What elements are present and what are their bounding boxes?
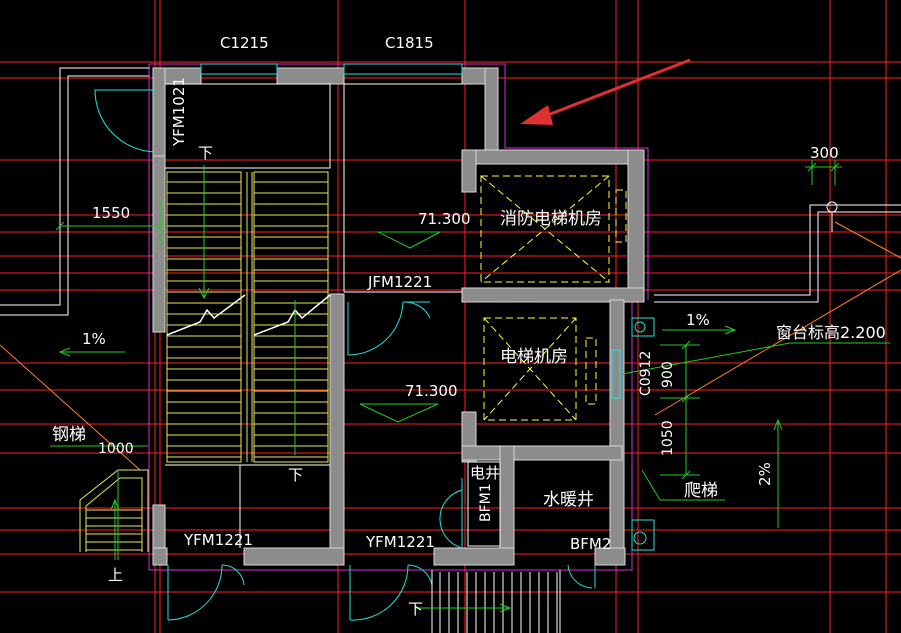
room-electric-shaft-label: 电井 bbox=[470, 464, 500, 482]
windows bbox=[200, 63, 655, 551]
climbing-ladder-label: 爬梯 bbox=[684, 481, 718, 501]
dimension-1050-label: 1050 bbox=[660, 420, 676, 456]
doors bbox=[94, 89, 596, 621]
dimension-1000-label: 1000 bbox=[98, 441, 134, 457]
steel-ladder-label: 钢梯 bbox=[52, 425, 86, 445]
roof-slope-lines bbox=[0, 221, 901, 471]
slope-2pct-label: 2% bbox=[756, 462, 774, 486]
stair-down-label-1: 下 bbox=[198, 144, 213, 162]
elevation-label-2: 71.300 bbox=[405, 382, 458, 400]
door-yfm1221-left-label: YFM1221 bbox=[183, 531, 253, 549]
window-c1215-label: C1215 bbox=[220, 34, 269, 52]
room-plumbing-shaft-label: 水暖井 bbox=[543, 490, 594, 510]
stair-up-label: 上 bbox=[108, 566, 123, 584]
dimension-900-label: 900 bbox=[660, 361, 676, 388]
dimension-300-label: 300 bbox=[810, 144, 839, 162]
main-stair bbox=[166, 171, 329, 463]
ladder-treads bbox=[86, 509, 142, 551]
slope-right-label: 1% bbox=[686, 311, 710, 329]
door-jfm1221-label: JFM1221 bbox=[367, 273, 432, 291]
annotations bbox=[50, 160, 890, 613]
elevation-label-1: 71.300 bbox=[418, 210, 471, 228]
window-sill-height-label: 窗台标高2.200 bbox=[776, 323, 886, 342]
room-fire-elevator-label: 消防电梯机房 bbox=[500, 209, 602, 229]
dimension-1550-label: 1550 bbox=[92, 204, 130, 222]
interior-outlines bbox=[165, 83, 501, 548]
room-elevator-label: 电梯机房 bbox=[500, 347, 568, 367]
entrance-treads bbox=[439, 572, 558, 633]
stair-down-label-2: 下 bbox=[288, 466, 303, 484]
door-yfm1021-label: YFM1021 bbox=[170, 77, 188, 147]
slope-left-label: 1% bbox=[82, 330, 106, 348]
parapet-outline bbox=[0, 67, 901, 316]
stair-treads bbox=[167, 181, 328, 458]
entrance-stair bbox=[431, 570, 561, 633]
door-bfm1-label: BFM1 bbox=[478, 483, 494, 522]
window-c1815-label: C1815 bbox=[385, 34, 434, 52]
stair-down-label-3: 下 bbox=[408, 600, 423, 618]
door-yfm1221-mid-label: YFM1221 bbox=[365, 533, 435, 551]
door-bfm2-label: BFM2 bbox=[570, 535, 611, 553]
pointer-arrow bbox=[520, 58, 691, 125]
window-c0912-label: C0912 bbox=[638, 351, 654, 396]
elevator-equipment bbox=[480, 175, 627, 421]
